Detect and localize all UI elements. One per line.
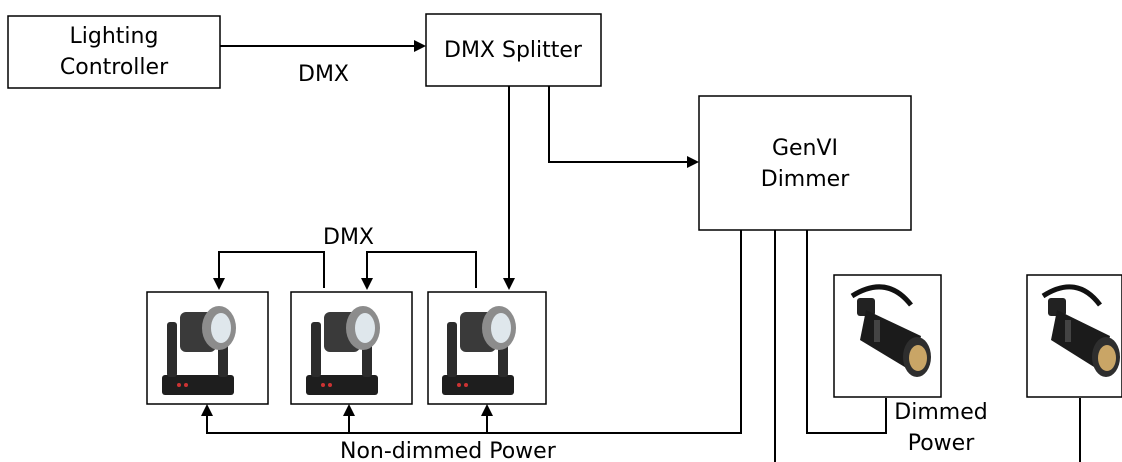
dmx-top-label: DMX: [298, 62, 349, 87]
moving-head-icon: [442, 306, 516, 395]
ellipsoidal-spotlight-icon: [850, 284, 931, 377]
ellipsoidal-1: [833, 274, 942, 398]
moving-head-icon: [306, 306, 380, 395]
genvi-dimmer-node: GenVI Dimmer: [698, 95, 912, 231]
lighting-controller-node: Lighting Controller: [7, 15, 221, 89]
genvi-dimmer-label-line1: GenVI: [772, 136, 838, 161]
dmx-splitter-node: DMX Splitter: [425, 13, 602, 87]
non-dimmed-power-label: Non-dimmed Power: [340, 439, 557, 462]
dmx-splitter-label: DMX Splitter: [444, 38, 583, 63]
splitter-to-dimmer-arrow: [548, 86, 699, 168]
lighting-controller-label-line2: Controller: [60, 55, 169, 80]
genvi-dimmer-label-line2: Dimmer: [761, 167, 850, 192]
lighting-controller-label-line1: Lighting: [70, 24, 159, 49]
moving-head-3: [427, 291, 547, 405]
fixture3-to-fixture2-dmx: [361, 251, 477, 290]
moving-head-icon: [162, 306, 236, 395]
non-dimmed-power-bus: [201, 230, 742, 434]
moving-head-2: [290, 291, 413, 405]
ellipsoidal-2: [1026, 274, 1122, 398]
fixture2-to-fixture1-dmx: [213, 251, 325, 290]
dimmed-power-label-line2: Power: [908, 431, 975, 456]
moving-head-1: [146, 291, 269, 405]
dmx-fixtures-label: DMX: [323, 225, 374, 250]
dimmed-power-label-line1: Dimmed: [894, 400, 987, 425]
ellipsoidal-spotlight-icon: [1041, 284, 1120, 377]
dimmed-power-to-ellipsoidal-1: [806, 230, 887, 434]
